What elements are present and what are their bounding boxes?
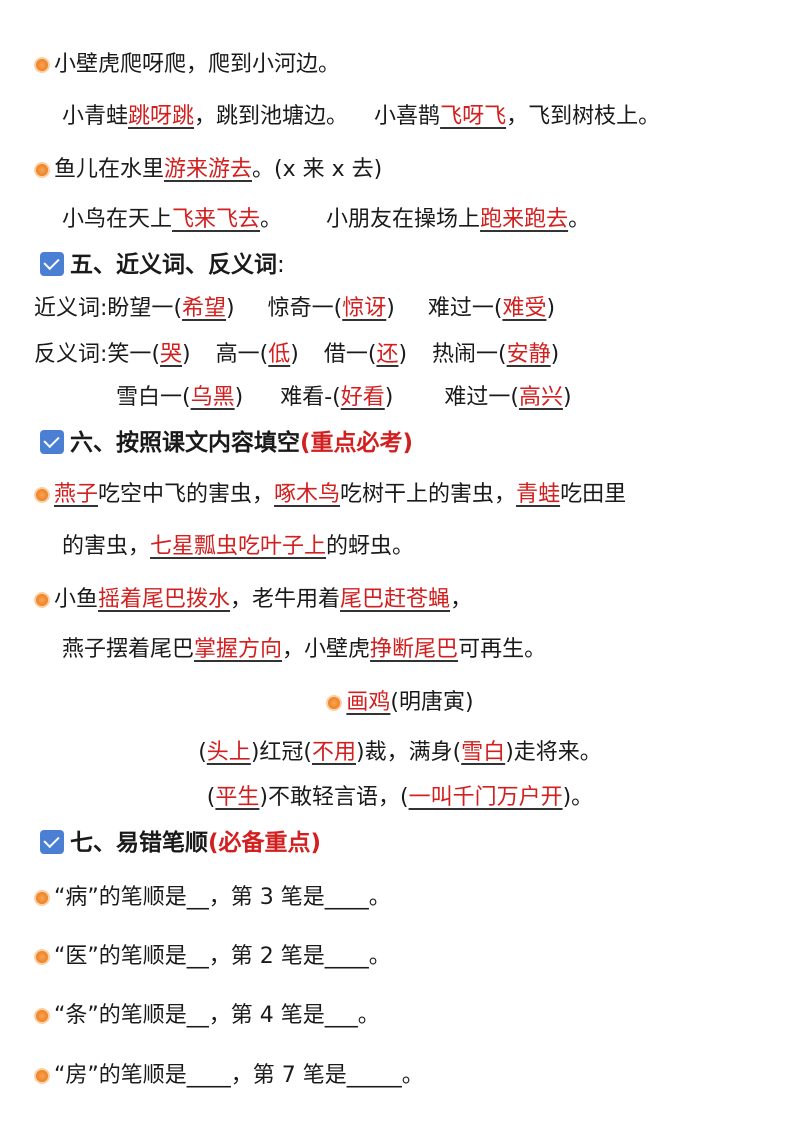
sentence-line: 鱼儿在水里游来游去。(x 来 x 去) — [34, 155, 382, 185]
bullet-dot-icon — [34, 949, 50, 965]
poem-line: (平生)不敢轻言语，(一叫千门万户开)。 — [206, 785, 594, 810]
answer: 跑来跑去 — [480, 207, 569, 232]
sentence-line: 的害虫，七星瓢虫吃叶子上的蚜虫。 — [62, 534, 415, 559]
bullet-dot-icon — [34, 487, 50, 503]
answer: 安静 — [506, 342, 551, 367]
sentence-line: 燕子吃空中飞的害虫，啄木鸟吃树干上的害虫，青蛙吃田里 — [34, 480, 626, 510]
answer: 摇着尾巴拨水 — [98, 587, 231, 612]
antonym-line: 反义词:笑一(哭) 高一(低) 借一(还) 热闹一(安静) — [34, 342, 560, 367]
answer: 乌黑 — [190, 385, 235, 410]
answer: 一叫千门万户开 — [408, 785, 563, 810]
stroke-order-item: “医”的笔顺是__，第 2 笔是____。 — [34, 942, 391, 972]
section-heading: 七、易错笔顺(必备重点) — [40, 828, 321, 858]
section-heading: 六、按照课文内容填空(重点必考) — [40, 428, 413, 458]
answer: 还 — [376, 342, 399, 367]
stroke-order-item: “房”的笔顺是____，第 7 笔是_____。 — [34, 1061, 424, 1091]
answer: 飞呀飞 — [440, 104, 507, 129]
answer: 燕子 — [54, 482, 99, 507]
answer: 七星瓢虫吃叶子上 — [150, 534, 327, 559]
sentence-line: 小鱼摇着尾巴拨水，老牛用着尾巴赶苍蝇， — [34, 585, 472, 615]
answer: 难受 — [502, 296, 547, 321]
answer: 啄木鸟 — [274, 482, 341, 507]
bullet-dot-icon — [34, 592, 50, 608]
answer: 惊讶 — [342, 296, 387, 321]
bullet-dot-icon — [34, 890, 50, 906]
checkbox-icon — [40, 830, 64, 854]
poem-title: 画鸡(明唐寅) — [0, 688, 800, 718]
bullet-dot-icon — [326, 695, 343, 711]
answer: 雪白 — [461, 740, 506, 765]
checkbox-icon — [40, 430, 64, 454]
sentence-line: 小青蛙跳呀跳，跳到池塘边。小喜鹊飞呀飞，飞到树枝上。 — [62, 104, 661, 129]
sentence-line: 燕子摆着尾巴掌握方向，小壁虎挣断尾巴可再生。 — [62, 637, 547, 662]
answer: 哭 — [160, 342, 183, 367]
answer: 游来游去 — [164, 157, 253, 182]
section-heading: 五、近义词、反义词: — [40, 250, 285, 280]
answer: 掌握方向 — [194, 637, 283, 662]
answer: 高兴 — [518, 385, 563, 410]
answer: 跳呀跳 — [128, 104, 195, 129]
poem-line: (头上)红冠(不用)裁，满身(雪白)走将来。 — [198, 740, 602, 765]
bullet-dot-icon — [34, 162, 50, 178]
answer: 飞来飞去 — [172, 207, 261, 232]
bullet-dot-icon — [34, 1068, 50, 1084]
answer: 挣断尾巴 — [370, 637, 459, 662]
antonym-line: 雪白一(乌黑) 难看-(好看) 难过一(高兴) — [116, 385, 572, 410]
sentence-line: 小壁虎爬呀爬，爬到小河边。 — [34, 50, 340, 80]
answer: 低 — [268, 342, 291, 367]
answer: 头上 — [206, 740, 251, 765]
answer: 画鸡 — [346, 690, 391, 715]
answer: 不用 — [311, 740, 356, 765]
stroke-order-item: “病”的笔顺是__，第 3 笔是____。 — [34, 883, 391, 913]
checkbox-icon — [40, 252, 64, 276]
bullet-dot-icon — [34, 57, 50, 73]
answer: 平生 — [215, 785, 260, 810]
answer: 希望 — [182, 296, 227, 321]
sentence-line: 小鸟在天上飞来飞去。小朋友在操场上跑来跑去。 — [62, 207, 591, 232]
answer: 青蛙 — [516, 482, 561, 507]
answer: 尾巴赶苍蝇 — [340, 587, 451, 612]
stroke-order-item: “条”的笔顺是__，第 4 笔是___。 — [34, 1001, 380, 1031]
answer: 好看 — [340, 385, 385, 410]
synonym-line: 近义词:盼望一(希望) 惊奇一(惊讶) 难过一(难受) — [34, 296, 556, 321]
bullet-dot-icon — [34, 1008, 50, 1024]
